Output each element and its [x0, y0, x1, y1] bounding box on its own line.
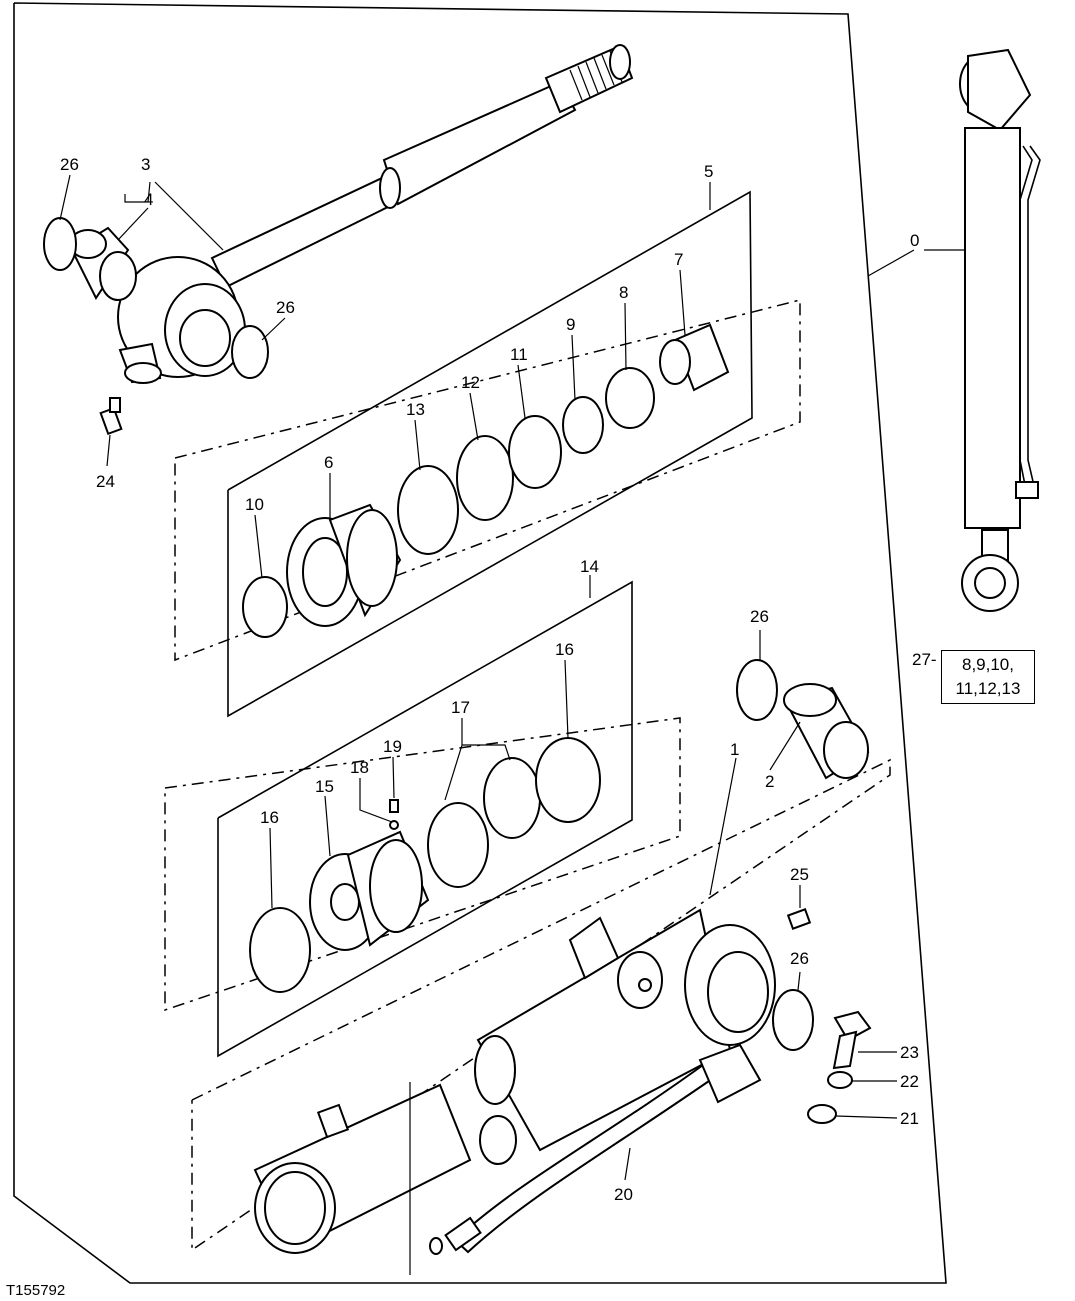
- bushing-2: [783, 683, 870, 780]
- callout-11: 11: [510, 345, 528, 364]
- ring-11: [508, 415, 562, 489]
- bolt-23: [832, 1010, 872, 1070]
- callout-22: 22: [900, 1072, 919, 1091]
- callout-12: 12: [461, 373, 480, 392]
- figure-id: T155792: [6, 1282, 66, 1299]
- seal-26-barrel-top: [736, 659, 778, 721]
- ring-9: [562, 396, 604, 454]
- seal-17-inner: [483, 757, 541, 839]
- callout-21: 21: [900, 1109, 919, 1128]
- barrel-dash-outline: [191, 758, 891, 1252]
- ball-18: [389, 820, 399, 830]
- kit-callout-number: 27-: [912, 650, 937, 669]
- piston-kit-box-14: [217, 580, 633, 1058]
- callout-19: 19: [383, 737, 402, 756]
- callout-14: 14: [580, 557, 599, 576]
- wear-ring-16-right: [535, 737, 601, 823]
- callout-labels: 0 1 2 3 4 5 6 7 8 9 10 11 12 13 14 15 16…: [60, 155, 919, 1204]
- seal-kit-callout-box: 8,9,10, 11,12,13: [941, 650, 1035, 704]
- callout-7: 7: [674, 250, 683, 269]
- callout-24: 24: [96, 472, 115, 491]
- o-ring-13: [397, 465, 459, 555]
- callout-15: 15: [315, 777, 334, 796]
- kit-line-1: 8,9,10,: [962, 655, 1014, 674]
- gland-6: [286, 503, 402, 627]
- callout-6: 6: [324, 453, 333, 472]
- rod-eye: [117, 256, 246, 384]
- piston-15: [309, 830, 430, 951]
- barrel-head-thread: [253, 1083, 472, 1254]
- callout-1: 1: [730, 740, 739, 759]
- callout-16-right: 16: [555, 640, 574, 659]
- callout-2: 2: [765, 772, 774, 791]
- seal-8: [605, 367, 655, 429]
- callout-3: 3: [141, 155, 150, 174]
- callout-4: 4: [144, 190, 153, 209]
- panel-border: [13, 2, 947, 1284]
- leader-lines: [59, 174, 965, 1275]
- callout-13: 13: [406, 400, 425, 419]
- callout-0: 0: [910, 231, 919, 250]
- elbow-fitting-25: [786, 908, 812, 930]
- piston-rod: [210, 44, 634, 289]
- grease-fitting-24: [99, 397, 123, 436]
- callout-23: 23: [900, 1043, 919, 1062]
- callout-10: 10: [245, 495, 264, 514]
- seal-26-barrel-side: [772, 989, 814, 1051]
- gland-dash-outline: [174, 299, 801, 662]
- callout-26-d: 26: [790, 949, 809, 968]
- wear-ring-16-left: [249, 907, 311, 993]
- callout-26-a: 26: [60, 155, 79, 174]
- callout-20: 20: [614, 1185, 633, 1204]
- seal-26-rod-right: [231, 325, 269, 379]
- callout-16-left: 16: [260, 808, 279, 827]
- callout-8: 8: [619, 283, 628, 302]
- kit-line-2: 11,12,13: [955, 679, 1021, 698]
- callout-9: 9: [566, 315, 575, 334]
- callout-26-c: 26: [750, 607, 769, 626]
- callout-17: 17: [451, 698, 470, 717]
- seal-17-outer: [427, 802, 489, 888]
- washer-22: [827, 1071, 853, 1089]
- bushing-4: [69, 226, 137, 301]
- ring-12: [456, 435, 514, 521]
- wiper-10: [242, 576, 288, 638]
- callout-5: 5: [704, 162, 713, 181]
- bushing-7: [659, 323, 730, 392]
- assembled-cylinder-0: [959, 48, 1041, 612]
- gland-kit-box-5: [227, 190, 753, 718]
- washer-21: [807, 1104, 837, 1124]
- callout-26-b: 26: [276, 298, 295, 317]
- set-screw-19: [389, 799, 399, 813]
- seal-26-rod-left: [43, 217, 77, 271]
- tube-line-20: [429, 1043, 762, 1255]
- callout-25: 25: [790, 865, 809, 884]
- callout-18: 18: [350, 758, 369, 777]
